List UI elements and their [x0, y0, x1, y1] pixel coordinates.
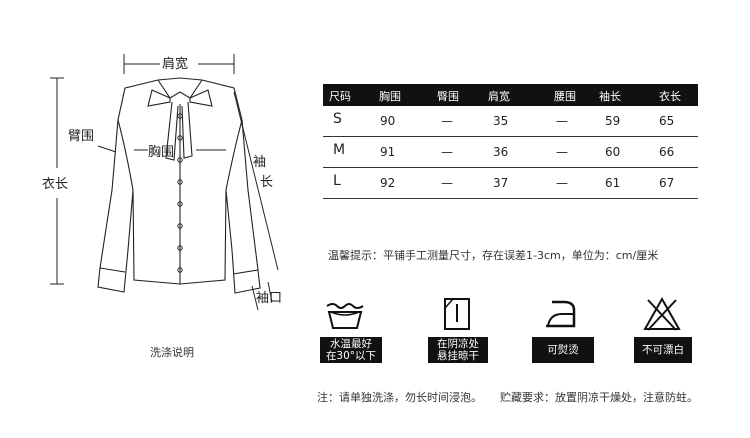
- care-badge-line: 在阴凉处: [437, 338, 479, 350]
- size-row: M 91 — 36 — 60 66: [323, 137, 698, 168]
- cell-hip: —: [441, 176, 453, 190]
- size-row: L 92 — 37 — 61 67: [323, 168, 698, 199]
- cell-sleeve: 59: [605, 114, 621, 128]
- cell-sleeve: 61: [605, 176, 621, 190]
- cell-waist: —: [556, 176, 568, 190]
- wash-basin-icon: [326, 303, 364, 329]
- cell-size: L: [333, 173, 341, 189]
- cell-size: M: [333, 142, 346, 158]
- care-badge-no-bleach: 不可漂白: [634, 337, 692, 363]
- cell-length: 66: [659, 145, 675, 159]
- care-badge-line: 悬挂晾干: [437, 350, 479, 362]
- header-length: 衣长: [659, 90, 681, 103]
- header-hip: 臀围: [437, 90, 459, 103]
- cell-hip: —: [441, 114, 453, 128]
- no-bleach-icon: [643, 296, 681, 331]
- header-size: 尺码: [329, 90, 351, 103]
- iron-icon: [546, 300, 576, 328]
- care-badge-water-temp: 水温最好 在30°以下: [320, 337, 382, 363]
- care-badge-hang-dry: 在阴凉处 悬挂晾干: [428, 337, 488, 363]
- cell-shoulder: 37: [493, 176, 509, 190]
- cell-chest: 90: [380, 114, 396, 128]
- garment-measurement-diagram: 肩宽 衣长 臂围 胸围 袖 长 袖口: [42, 54, 282, 311]
- cell-waist: —: [556, 114, 568, 128]
- header-shoulder: 肩宽: [488, 90, 510, 103]
- cell-length: 67: [659, 176, 675, 190]
- care-badge-line: 可熨烫: [547, 344, 579, 356]
- size-row: S 90 — 35 — 59 65: [323, 106, 698, 137]
- header-waist: 腰围: [554, 90, 576, 103]
- cell-shoulder: 36: [493, 145, 509, 159]
- cell-shoulder: 35: [493, 114, 509, 128]
- size-table-header: 尺码 胸围 臀围 肩宽 腰围 袖长 衣长: [323, 84, 698, 106]
- wash-note: 注：请单独洗涤，勿长时间浸泡。: [317, 391, 482, 404]
- arm-label: 臂围: [68, 129, 94, 144]
- sleeve-label-2: 长: [260, 175, 273, 190]
- shoulder-label: 肩宽: [162, 56, 188, 72]
- cell-waist: —: [556, 145, 568, 159]
- cell-chest: 92: [380, 176, 396, 190]
- chest-label: 胸围: [148, 145, 174, 160]
- header-sleeve: 袖长: [599, 90, 621, 103]
- length-label: 衣长: [42, 176, 68, 192]
- measurement-hint: 温馨提示：平铺手工测量尺寸，存在误差1-3cm，单位为：cm/厘米: [328, 249, 659, 262]
- wash-instructions-title: 洗涤说明: [150, 346, 194, 359]
- sleeve-label-1: 袖: [253, 155, 266, 170]
- hang-dry-icon: [444, 298, 470, 330]
- care-badge-line: 在30°以下: [325, 350, 377, 362]
- cell-hip: —: [441, 145, 453, 159]
- cell-length: 65: [659, 114, 675, 128]
- cell-sleeve: 60: [605, 145, 621, 159]
- care-badge-line: 水温最好: [330, 338, 372, 350]
- cell-size: S: [333, 111, 342, 127]
- care-badge-line: 不可漂白: [642, 344, 684, 356]
- header-chest: 胸围: [379, 90, 401, 103]
- care-badge-iron: 可熨烫: [532, 337, 594, 363]
- cuff-label: 袖口: [256, 291, 282, 306]
- storage-note: 贮藏要求：放置阴凉干燥处，注意防蛀。: [500, 391, 698, 404]
- cell-chest: 91: [380, 145, 396, 159]
